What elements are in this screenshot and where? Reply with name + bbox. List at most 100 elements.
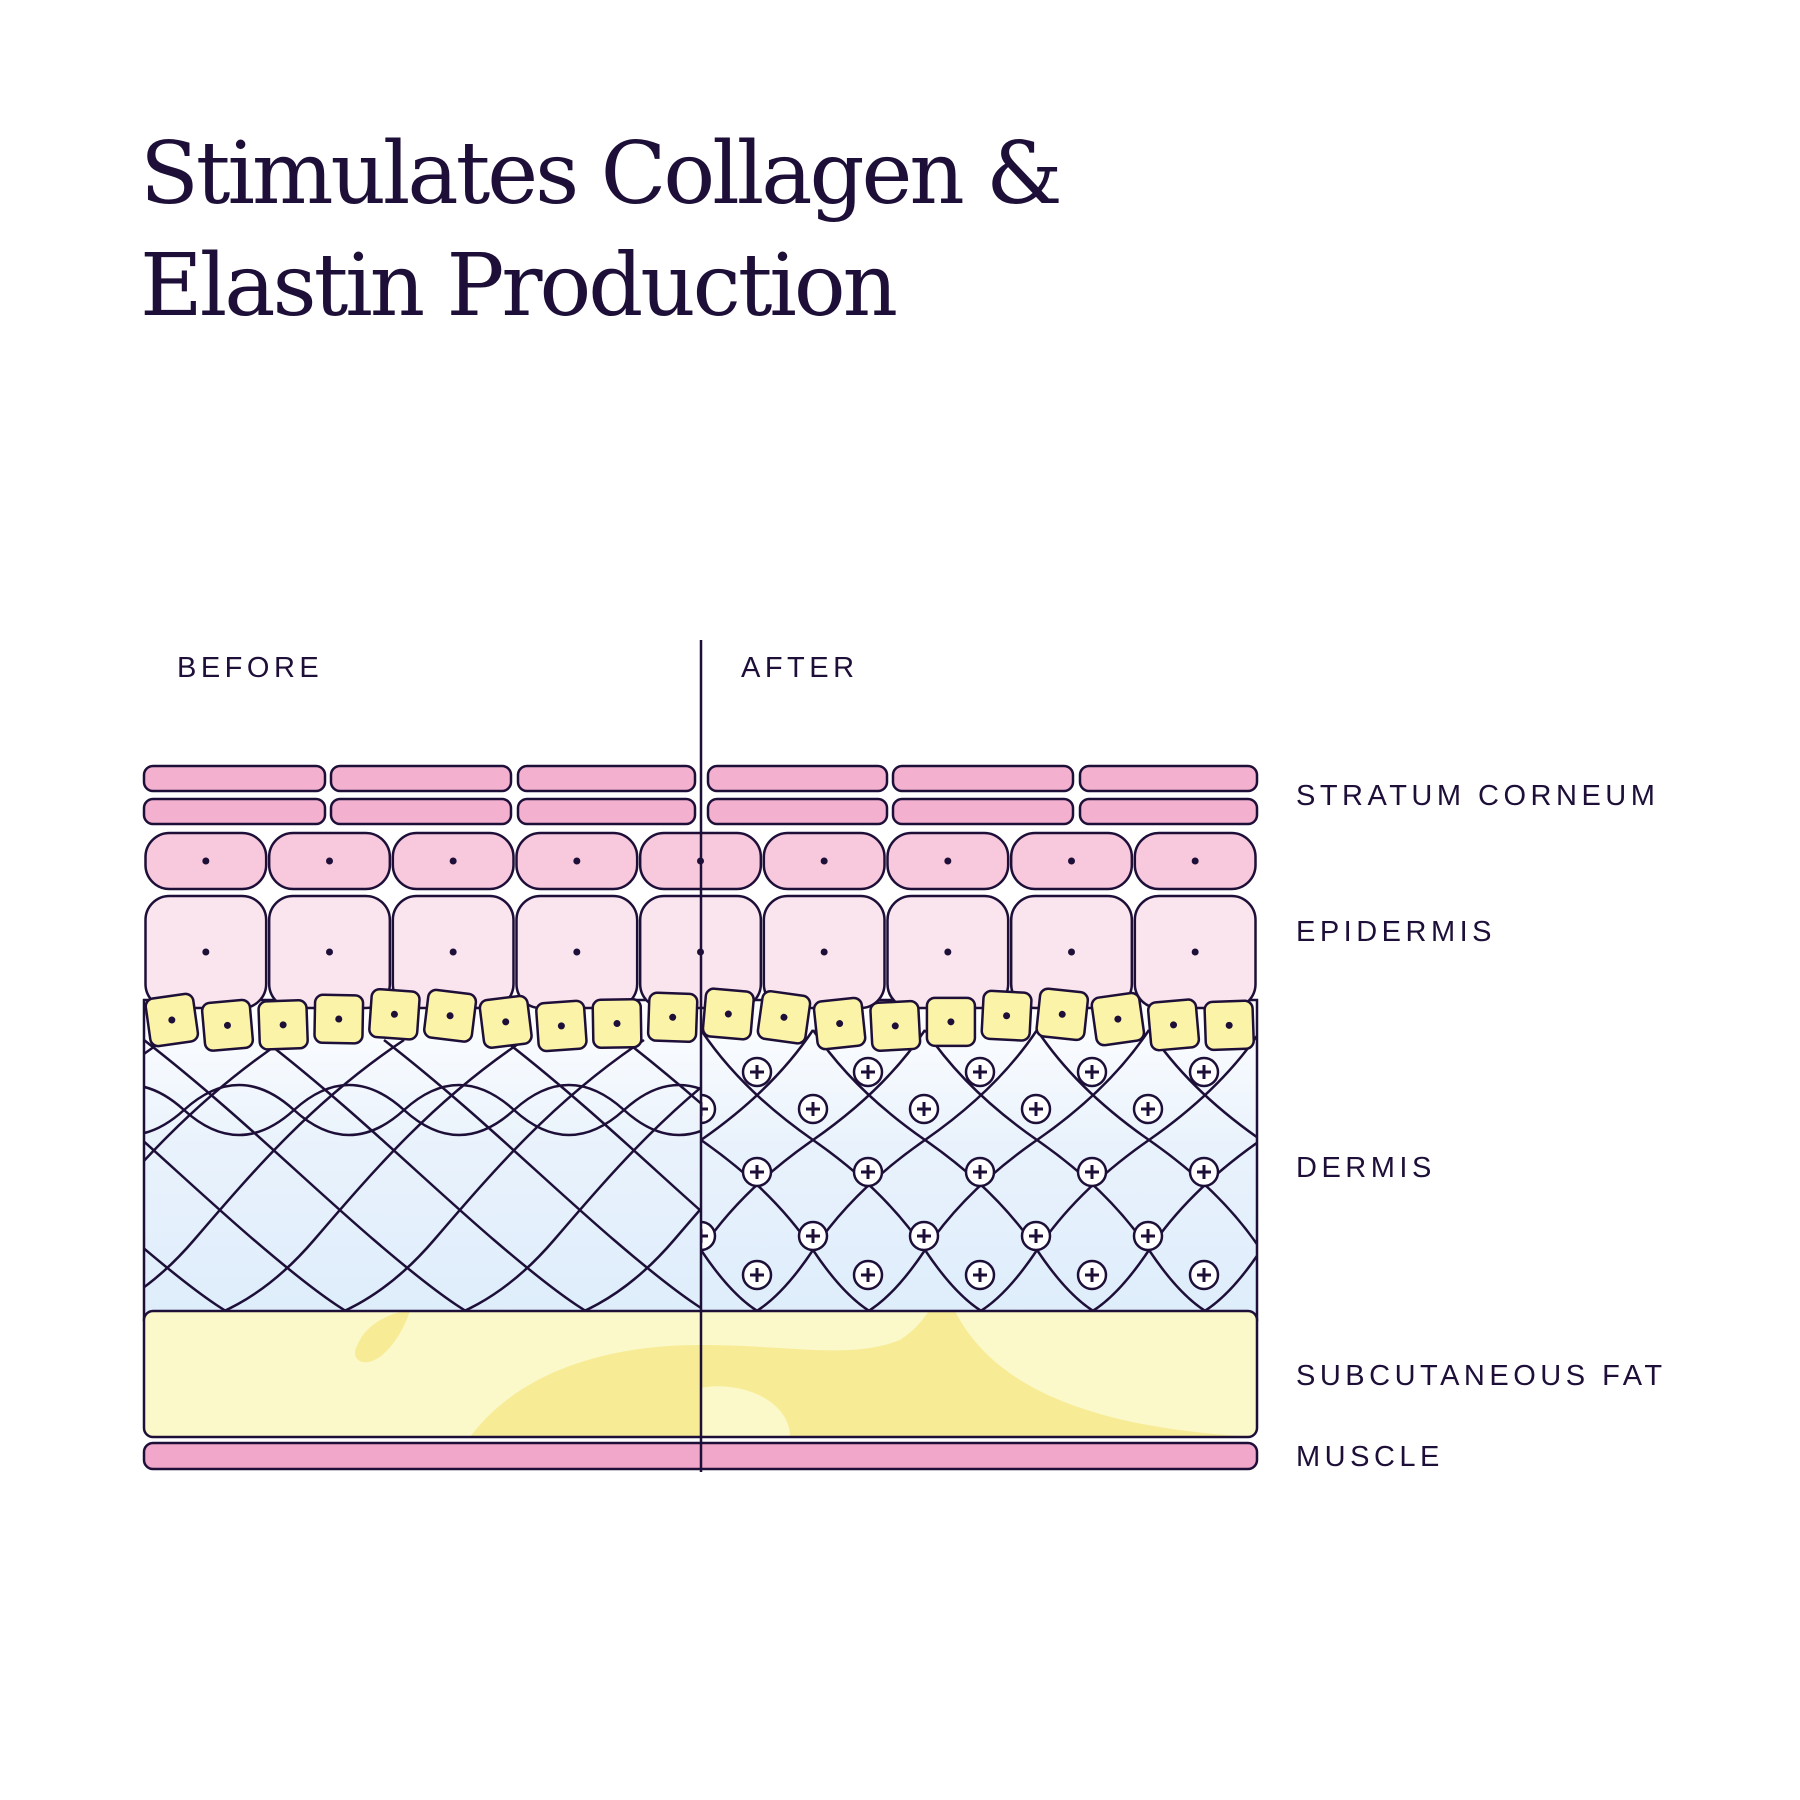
collagen-fiber <box>456 1085 701 1313</box>
cell-nucleus <box>820 948 828 956</box>
page-title: Stimulates Collagen & Elastin Production <box>140 118 1063 342</box>
collagen-fiber <box>1409 1030 1709 1320</box>
basal-cell <box>1090 991 1146 1047</box>
cell-nucleus <box>1225 1021 1233 1029</box>
stratum-corneum-cells <box>142 764 1259 826</box>
collagen-network-before <box>0 1038 701 1340</box>
basal-cell <box>313 993 365 1045</box>
collagen-fiber <box>1485 1030 1785 1320</box>
cell-nucleus <box>223 1021 231 1029</box>
cell-nucleus <box>724 1010 732 1018</box>
elastin-node <box>1076 1259 1108 1291</box>
basal-cell <box>535 999 588 1053</box>
collagen-fiber <box>144 1038 405 1289</box>
collagen-fiber <box>144 1109 185 1135</box>
cell-nucleus <box>557 1022 565 1030</box>
collagen-fiber <box>144 1038 165 1056</box>
collagen-fiber <box>1597 1030 1800 1320</box>
cell-nucleus <box>669 1013 677 1021</box>
cell-nucleus <box>944 857 952 865</box>
elastin-node <box>1020 1093 1052 1125</box>
basal-cell <box>200 998 255 1052</box>
cell-nucleus <box>780 1013 788 1021</box>
collagen-fiber <box>336 1038 645 1313</box>
elastin-node <box>852 1259 884 1291</box>
stratum-corneum-cell <box>329 797 513 826</box>
cell-nucleus <box>202 857 210 865</box>
cell-nucleus <box>326 857 333 865</box>
collagen-fiber <box>701 1247 764 1313</box>
stratum-corneum-cell <box>516 764 697 793</box>
basal-cell <box>422 988 478 1043</box>
elastin-node <box>1188 1156 1220 1188</box>
stratum-corneum-cell <box>329 764 513 793</box>
elastin-node <box>741 1056 773 1088</box>
elastin-node <box>1076 1056 1108 1088</box>
basal-cell <box>756 989 812 1045</box>
collagen-fiber <box>0 1040 44 1340</box>
basal-cell <box>1203 999 1255 1052</box>
basal-cell <box>478 994 533 1049</box>
elastin-node <box>701 1093 717 1125</box>
collagen-fiber <box>1633 1030 1800 1320</box>
cell-nucleus <box>944 948 952 956</box>
collagen-fiber <box>1147 1029 1257 1139</box>
epidermis-label: EPIDERMIS <box>1296 916 1497 948</box>
elastin-node <box>852 1156 884 1188</box>
basal-cell <box>591 997 643 1050</box>
collagen-fiber <box>503 1039 701 1213</box>
dermis-label: DERMIS <box>1296 1152 1436 1184</box>
collagen-fiber <box>1745 1030 1800 1320</box>
stratum-corneum-cell <box>516 797 697 826</box>
stratum-corneum-cell <box>142 797 327 826</box>
cell-nucleus <box>335 1015 343 1023</box>
elastin-node <box>741 1156 773 1188</box>
basal-cell <box>812 996 867 1051</box>
stratum-corneum-cell <box>891 764 1075 793</box>
elastin-node <box>741 1259 773 1291</box>
collagen-fiber <box>1198 1253 1257 1313</box>
stratum-corneum-cell <box>1078 764 1259 793</box>
cell-nucleus <box>1191 857 1199 865</box>
basal-cell <box>925 996 977 1048</box>
stratum-corneum-cell <box>706 797 889 826</box>
elastin-node <box>1076 1156 1108 1188</box>
basal-cell <box>257 999 309 1051</box>
subcutaneous-fat-label: SUBCUTANEOUS FAT <box>1296 1360 1667 1392</box>
cell-nucleus <box>502 1018 510 1026</box>
collagen-fiber <box>263 1039 592 1313</box>
collagen-fiber <box>576 1206 701 1313</box>
cell-nucleus <box>836 1020 844 1028</box>
basal-cell <box>646 991 699 1044</box>
elastin-node <box>1188 1259 1220 1291</box>
cell-nucleus <box>1191 948 1199 956</box>
basal-cells <box>144 987 1255 1053</box>
elastin-node <box>797 1093 829 1125</box>
elastin-node <box>964 1056 996 1088</box>
collagen-fiber <box>1521 1030 1800 1320</box>
basal-cell <box>1035 987 1090 1042</box>
elastin-node <box>1132 1093 1164 1125</box>
stratum-corneum-cell <box>891 797 1075 826</box>
collagen-fiber <box>144 1039 472 1313</box>
basal-cell <box>980 989 1033 1042</box>
stratum-corneum-cell <box>142 764 327 793</box>
basal-cell <box>869 999 922 1052</box>
cell-nucleus <box>1170 1021 1178 1029</box>
cell-nucleus <box>573 948 581 956</box>
title-line-1: Stimulates Collagen & <box>140 124 1063 224</box>
cell-nucleus <box>449 948 457 956</box>
stratum-corneum-label: STRATUM CORNEUM <box>1296 780 1660 812</box>
cell-nucleus <box>446 1012 454 1020</box>
elastin-node <box>1020 1220 1052 1252</box>
cell-nucleus <box>1003 1012 1011 1020</box>
cell-nucleus <box>613 1020 621 1028</box>
cell-nucleus <box>449 857 457 865</box>
collagen-fiber <box>623 1039 701 1106</box>
cell-nucleus <box>168 1016 176 1024</box>
collagen-fiber <box>0 1040 44 1340</box>
collagen-fiber <box>383 1039 701 1310</box>
cell-nucleus <box>1068 948 1075 956</box>
collagen-fiber <box>701 1029 815 1142</box>
muscle-label: MUSCLE <box>1296 1441 1444 1473</box>
